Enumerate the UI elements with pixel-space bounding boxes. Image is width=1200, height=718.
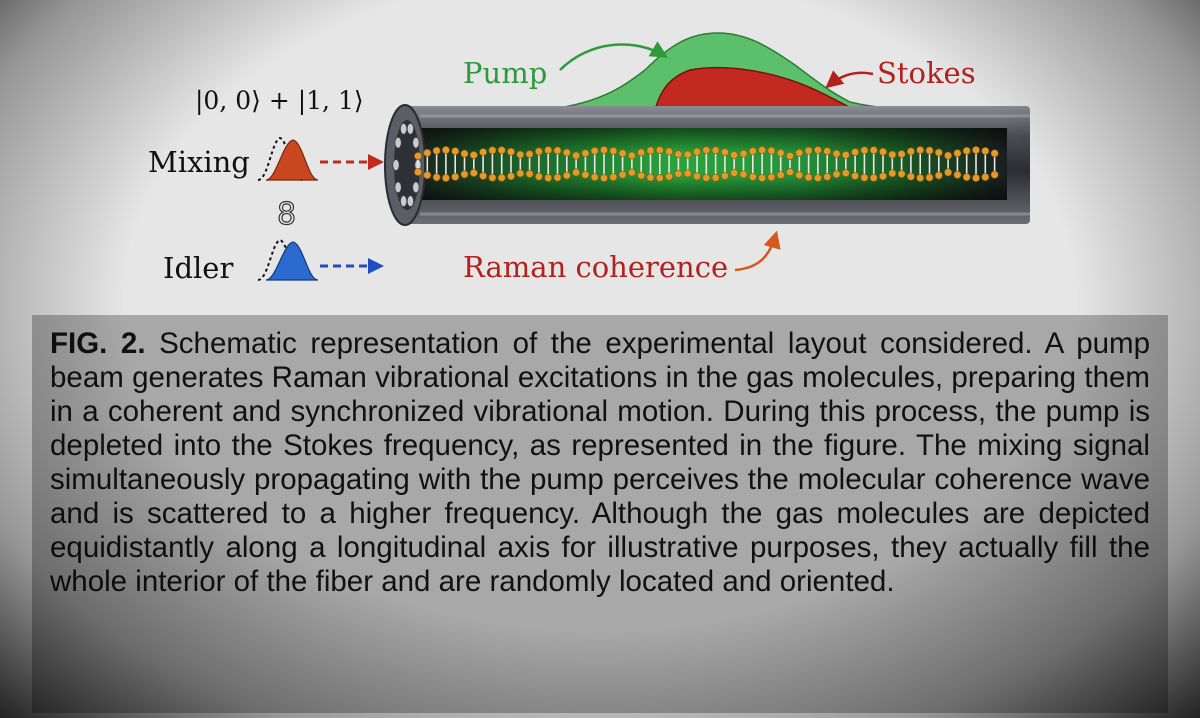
capillary-ring <box>406 122 414 135</box>
caption-body: Schematic representation of the experime… <box>50 327 1150 598</box>
capillary-ring <box>412 136 420 149</box>
idler-label: Idler <box>163 251 233 285</box>
mixing-pulse-icon <box>257 136 319 181</box>
idler-pulse-icon <box>257 238 319 281</box>
capillary-ring <box>400 195 408 208</box>
mixing-label: Mixing <box>148 145 250 179</box>
capillary-ring <box>392 159 400 171</box>
capillary-ring <box>400 122 408 135</box>
raman-coherence-label: Raman coherence <box>463 250 728 284</box>
quantum-state-label: |0, 0⟩ + |1, 1⟩ <box>195 86 364 115</box>
stokes-arrow <box>825 70 874 89</box>
capillary-ring <box>406 195 414 208</box>
gas-molecules <box>414 146 999 182</box>
capillary-ring <box>394 181 402 194</box>
figure-caption: FIG. 2. Schematic representation of the … <box>32 315 1168 713</box>
stokes-label: Stokes <box>877 56 976 90</box>
raman-arrow <box>734 230 781 272</box>
entanglement-symbol: 8 <box>277 197 296 232</box>
caption-paragraph: FIG. 2. Schematic representation of the … <box>50 327 1150 599</box>
capillary-ring <box>394 136 402 149</box>
caption-label: FIG. 2. <box>50 327 146 360</box>
capillary-ring <box>412 181 420 194</box>
pump-label: Pump <box>463 56 547 90</box>
schematic-figure: Pump Stokes Raman coherence Mixing 8 Idl… <box>148 32 1030 285</box>
